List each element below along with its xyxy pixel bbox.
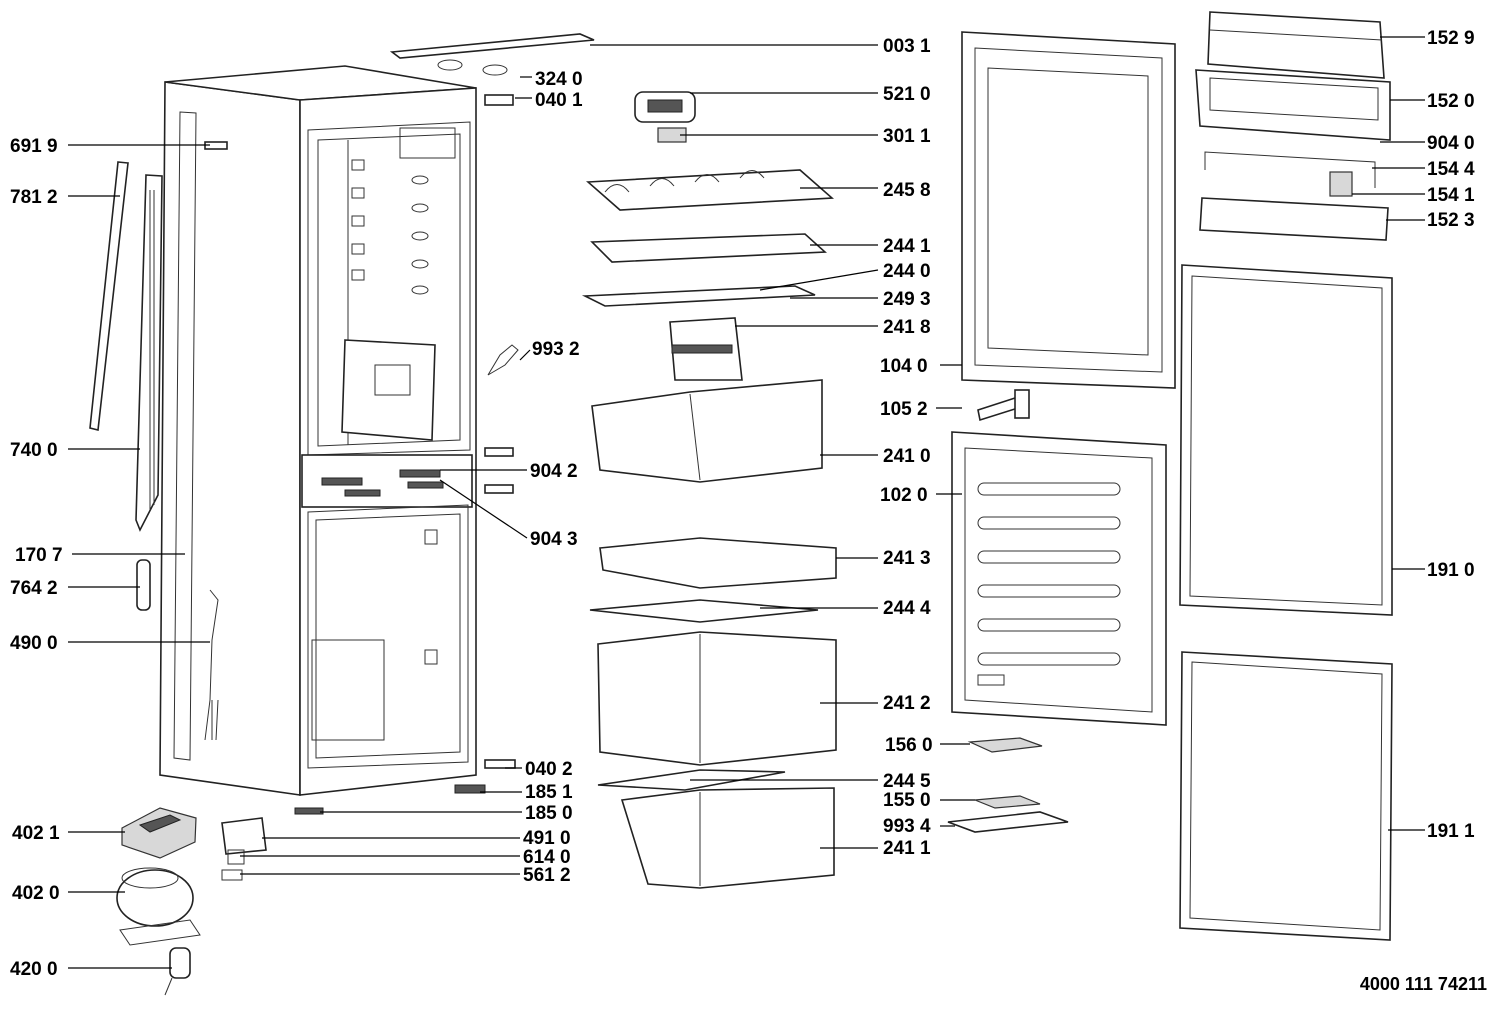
left-parts [89,33,595,996]
label-324-0: 324 0 [535,69,583,90]
label-244-1: 244 1 [883,236,931,257]
label-154-1: 154 1 [1427,185,1475,206]
label-244-4: 244 4 [883,598,931,619]
part-labels: 003 1 324 0 040 1 691 9 781 2 740 0 170 … [10,28,1487,994]
label-691-9: 691 9 [10,136,58,157]
leader-lines [68,36,1425,969]
label-152-0: 152 0 [1427,91,1475,112]
label-241-8: 241 8 [883,317,931,338]
label-402-0: 402 0 [12,883,60,904]
label-191-1: 191 1 [1427,821,1475,842]
label-249-3: 249 3 [883,289,931,310]
door-liners [947,31,1176,833]
label-191-0: 191 0 [1427,560,1475,581]
label-781-2: 781 2 [10,187,58,208]
label-521-0: 521 0 [883,84,931,105]
label-040-2: 040 2 [525,759,573,780]
label-402-1: 402 1 [12,823,60,844]
label-904-3: 904 3 [530,529,578,550]
label-420-0: 420 0 [10,959,58,980]
label-993-2: 993 2 [532,339,580,360]
label-241-0: 241 0 [883,446,931,467]
label-156-0: 156 0 [885,735,933,756]
label-244-5: 244 5 [883,771,931,792]
center-parts [581,91,837,889]
label-241-2: 241 2 [883,693,931,714]
reference-number: 4000 111 74211 [1360,974,1487,994]
label-490-0: 490 0 [10,633,58,654]
label-185-1: 185 1 [525,782,573,803]
label-614-0: 614 0 [523,847,571,868]
label-170-7: 170 7 [15,545,63,566]
label-155-0: 155 0 [883,790,931,811]
label-241-3: 241 3 [883,548,931,569]
label-152-9: 152 9 [1427,28,1475,49]
label-241-1: 241 1 [883,838,931,859]
label-185-0: 185 0 [525,803,573,824]
label-764-2: 764 2 [10,578,58,599]
label-040-1: 040 1 [535,90,583,111]
label-491-0: 491 0 [523,828,571,849]
label-301-1: 301 1 [883,126,931,147]
label-904-0: 904 0 [1427,133,1475,154]
label-561-2: 561 2 [523,865,571,886]
cabinet [159,65,477,796]
label-154-4: 154 4 [1427,159,1475,180]
label-105-2: 105 2 [880,399,928,420]
label-993-4: 993 4 [883,816,931,837]
label-244-0: 244 0 [883,261,931,282]
label-152-3: 152 3 [1427,210,1475,231]
label-904-2: 904 2 [530,461,578,482]
label-740-0: 740 0 [10,440,58,461]
label-245-8: 245 8 [883,180,931,201]
label-003-1: 003 1 [883,36,931,57]
label-102-0: 102 0 [880,485,928,506]
right-doors [1179,11,1393,941]
label-104-0: 104 0 [880,356,928,377]
